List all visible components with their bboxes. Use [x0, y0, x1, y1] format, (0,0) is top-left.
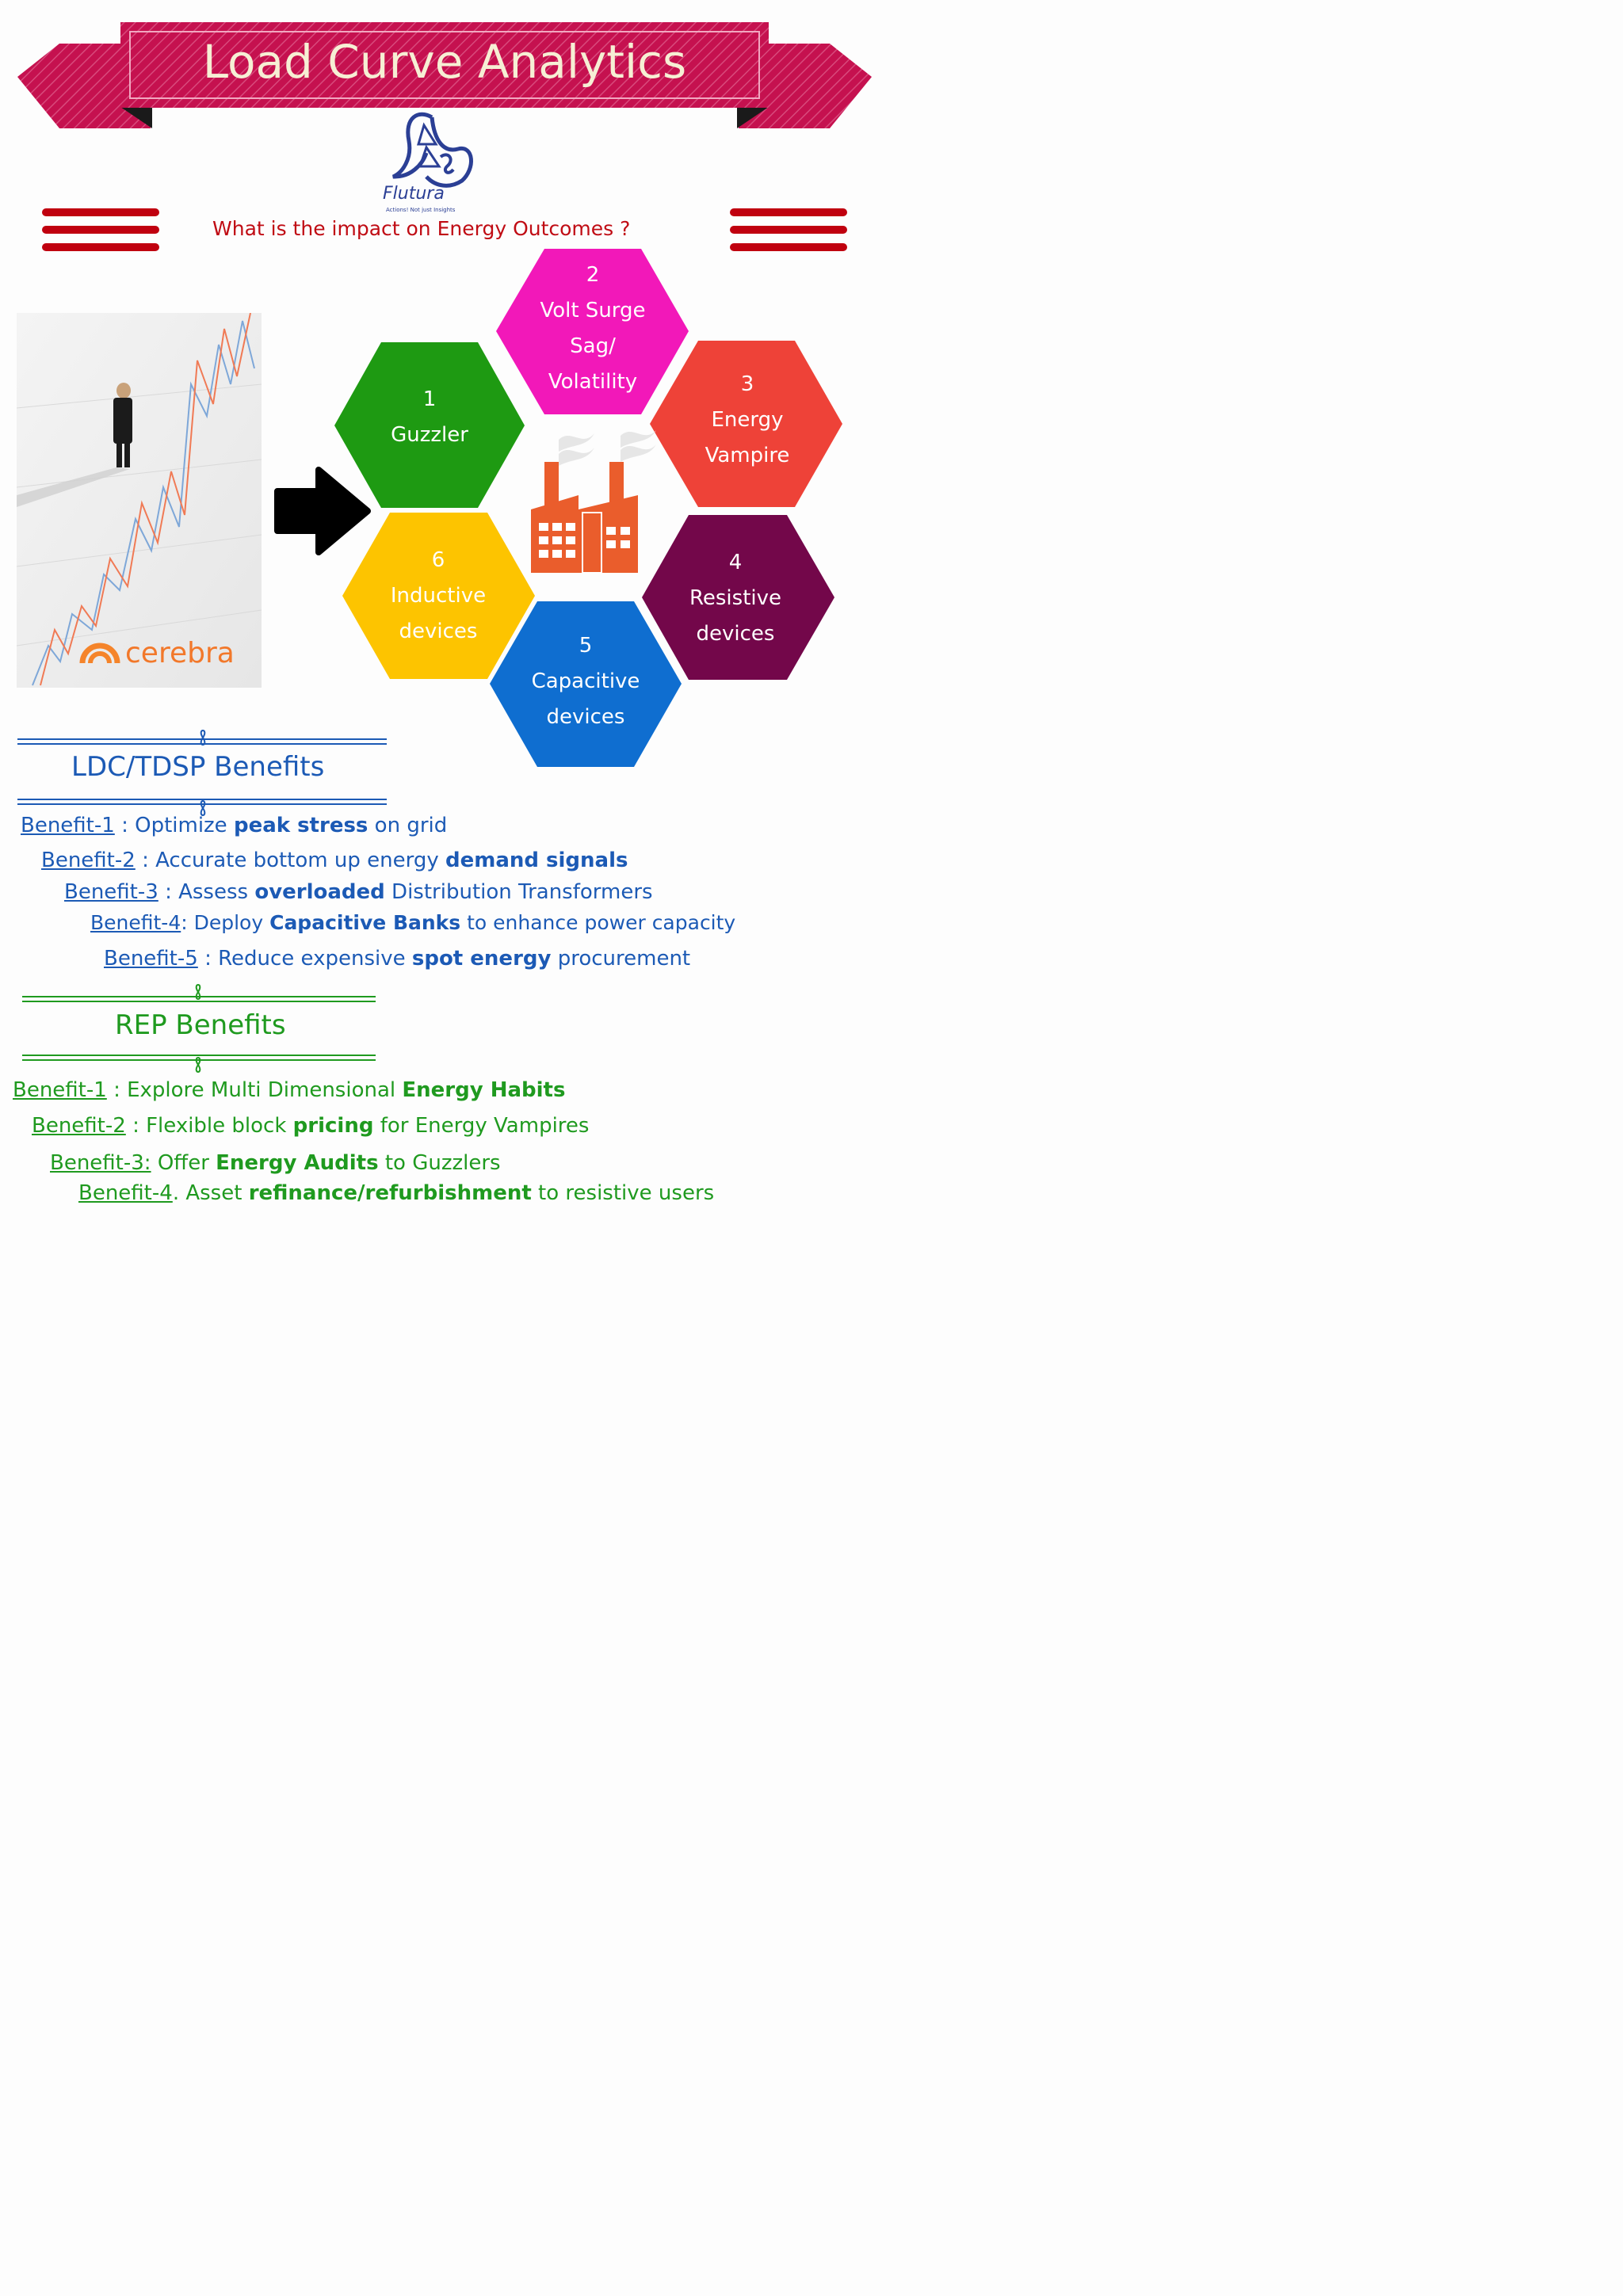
hexagon-1-text: Guzzler — [391, 423, 468, 447]
hexagon-3-number: 3 — [740, 372, 754, 396]
rep-benefit-2-bold: pricing — [292, 1114, 374, 1138]
ldc-benefit-4-text-a: : Deploy — [181, 911, 270, 934]
hexagon-4-text-1: Resistive — [689, 586, 781, 610]
rep-divider-bottom — [22, 1055, 376, 1073]
load-curve-photo — [17, 313, 262, 688]
hexagon-6-number: 6 — [431, 548, 445, 572]
hexagon-2-text-1: Volt Surge — [540, 299, 646, 322]
ldc-benefit-2-bold: demand signals — [445, 849, 628, 872]
rep-benefit-1: Benefit-1 : Explore Multi Dimensional En… — [13, 1078, 565, 1102]
left-stripes-decoration — [42, 208, 159, 251]
ldc-benefit-3-link[interactable]: Benefit-3 — [64, 880, 158, 904]
hexagon-4-resistive — [642, 515, 834, 680]
ldc-benefit-4-bold: Capacitive Banks — [269, 911, 461, 934]
hexagon-4-number: 4 — [728, 551, 743, 574]
ldc-benefit-1-text-b: on grid — [368, 814, 448, 837]
hexagon-3-label: 3 Energy Vampire — [670, 367, 825, 474]
hexagon-3-energy-vampire — [650, 341, 842, 507]
ldc-benefit-1-bold: peak stress — [233, 814, 369, 837]
hexagon-2-volt-surge — [496, 249, 689, 414]
ldc-benefit-5-text-a: : Reduce expensive — [197, 947, 412, 971]
rep-benefit-1-bold: Energy Habits — [402, 1078, 566, 1102]
rep-benefit-2-text-a: : Flexible block — [125, 1114, 293, 1138]
ldc-divider-top — [17, 730, 387, 746]
hexagon-2-text-3: Volatility — [548, 370, 638, 394]
hexagon-1-guzzler — [334, 342, 525, 508]
ldc-section-title: LDC/TDSP Benefits — [71, 751, 325, 783]
ldc-benefit-3-bold: overloaded — [254, 880, 385, 904]
hexagon-3-text-1: Energy — [711, 408, 784, 432]
flutura-logo-icon — [391, 112, 473, 188]
flutura-tagline: Actions! Not just Insights — [386, 207, 456, 213]
hexagon-6-text-2: devices — [399, 620, 478, 643]
rep-benefit-4-bold: refinance/refurbishment — [248, 1181, 532, 1205]
hexagon-6-label: 6 Inductive devices — [361, 543, 516, 650]
rep-benefit-2-link[interactable]: Benefit-2 — [32, 1114, 126, 1138]
hexagon-cluster — [334, 249, 842, 767]
rep-benefit-4: Benefit-4. Asset refinance/refurbishment… — [78, 1181, 714, 1205]
hexagon-5-label: 5 Capacitive devices — [508, 628, 663, 735]
cerebra-logo-icon — [79, 643, 120, 664]
rep-benefit-3-text-b: to Guzzlers — [378, 1151, 501, 1175]
ldc-benefit-5: Benefit-5 : Reduce expensive spot energy… — [104, 947, 690, 971]
cerebra-logo-text: cerebra — [125, 637, 235, 669]
ldc-benefit-5-bold: spot energy — [411, 947, 552, 971]
rep-benefit-3-text-a: Offer — [151, 1151, 216, 1175]
rep-benefit-4-link[interactable]: Benefit-4 — [78, 1181, 173, 1205]
hexagon-2-number: 2 — [586, 263, 600, 287]
ldc-benefit-4-link[interactable]: Benefit-4 — [90, 911, 181, 934]
hexagon-6-text-1: Inductive — [390, 584, 487, 608]
hexagon-4-text-2: devices — [696, 622, 775, 646]
question-heading: What is the impact on Energy Outcomes ? — [212, 217, 631, 240]
ldc-benefit-1-link[interactable]: Benefit-1 — [21, 814, 115, 837]
rep-benefit-4-text-a: . Asset — [172, 1181, 249, 1205]
rep-divider-top — [22, 984, 376, 1002]
right-arrow-icon — [274, 467, 371, 555]
ldc-benefit-3-text-b: Distribution Transformers — [384, 880, 653, 904]
hexagon-5-text-2: devices — [546, 705, 625, 729]
ldc-benefit-4: Benefit-4: Deploy Capacitive Banks to en… — [90, 911, 735, 934]
ldc-benefit-2-link[interactable]: Benefit-2 — [41, 849, 136, 872]
hexagon-1-number: 1 — [422, 387, 437, 411]
title-banner — [17, 22, 872, 128]
ldc-benefit-1: Benefit-1 : Optimize peak stress on grid — [21, 814, 447, 837]
rep-section-title: REP Benefits — [115, 1009, 286, 1041]
page-title: Load Curve Analytics — [202, 35, 687, 89]
hexagon-5-number: 5 — [579, 634, 593, 658]
ldc-divider-bottom — [17, 799, 387, 816]
hexagon-6-inductive — [342, 513, 535, 679]
rep-benefit-3-bold: Energy Audits — [216, 1151, 379, 1175]
ldc-benefit-5-text-b: procurement — [551, 947, 691, 971]
flutura-logo-text: Flutura — [383, 184, 445, 204]
rep-benefit-3: Benefit-3: Offer Energy Audits to Guzzle… — [50, 1151, 501, 1175]
ldc-benefit-2-text-a: : Accurate bottom up energy — [135, 849, 445, 872]
hexagon-5-text-1: Capacitive — [531, 669, 640, 693]
rep-benefit-2: Benefit-2 : Flexible block pricing for E… — [32, 1114, 589, 1138]
hexagon-4-label: 4 Resistive devices — [658, 545, 813, 652]
rep-benefit-2-text-b: for Energy Vampires — [373, 1114, 590, 1138]
hexagon-2-text-2: Sag/ — [570, 334, 616, 358]
ldc-benefit-3: Benefit-3 : Assess overloaded Distributi… — [64, 880, 653, 904]
factory-icon — [531, 430, 656, 574]
hexagon-1-label: 1 Guzzler — [357, 382, 502, 453]
right-stripes-decoration — [730, 208, 847, 251]
rep-benefit-3-link[interactable]: Benefit-3: — [50, 1151, 151, 1175]
hexagon-2-label: 2 Volt Surge Sag/ Volatility — [515, 257, 670, 400]
ldc-benefit-4-text-b: to enhance power capacity — [460, 911, 736, 934]
rep-benefit-1-text-a: : Explore Multi Dimensional — [106, 1078, 403, 1102]
hexagon-3-text-2: Vampire — [705, 444, 790, 467]
ldc-benefit-2: Benefit-2 : Accurate bottom up energy de… — [41, 849, 628, 872]
hexagon-5-capacitive — [490, 601, 682, 767]
ldc-benefit-3-text-a: : Assess — [158, 880, 255, 904]
rep-benefit-4-text-b: to resistive users — [531, 1181, 715, 1205]
rep-benefit-1-link[interactable]: Benefit-1 — [13, 1078, 107, 1102]
ldc-benefit-1-text-a: : Optimize — [114, 814, 234, 837]
ldc-benefit-5-link[interactable]: Benefit-5 — [104, 947, 198, 971]
